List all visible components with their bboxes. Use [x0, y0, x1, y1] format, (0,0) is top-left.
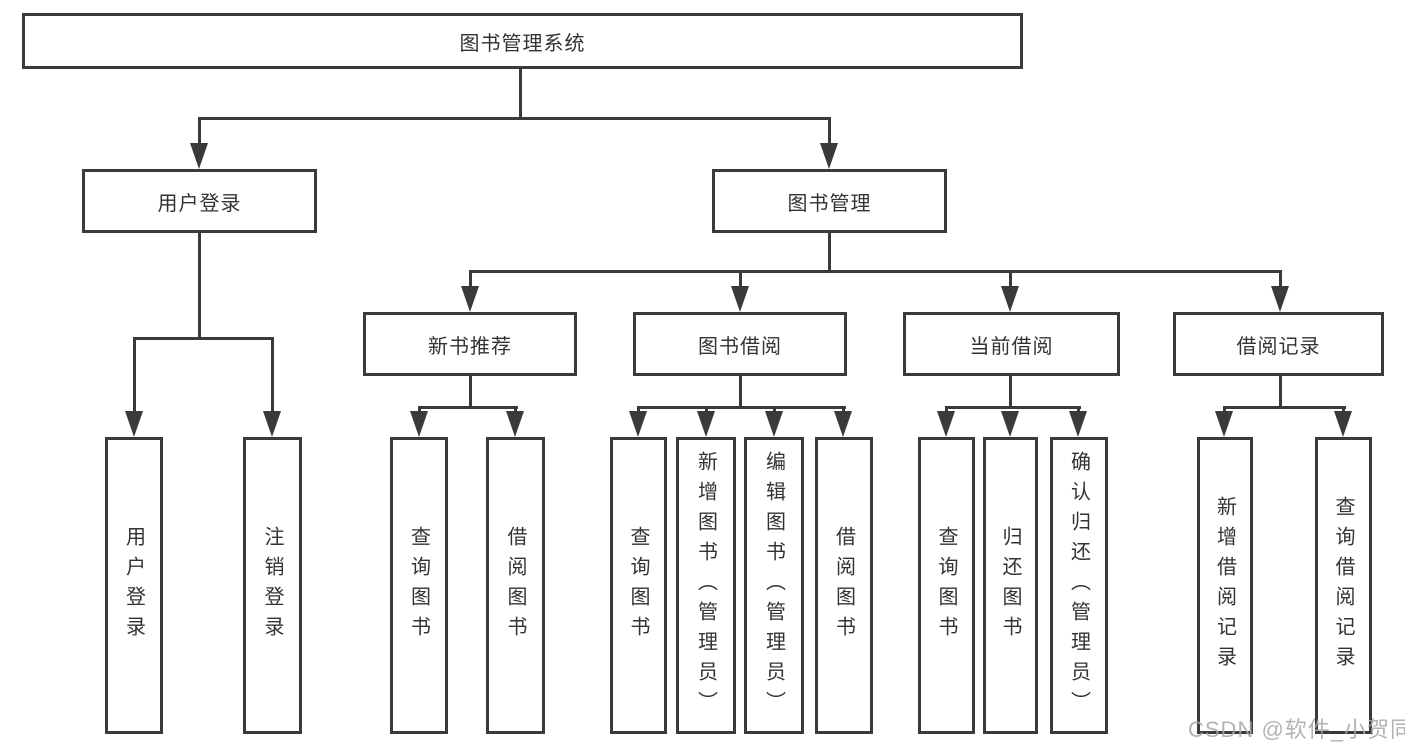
connector-line — [637, 406, 846, 409]
leaf-logout: 注销登录 — [243, 437, 302, 734]
connector-line — [1279, 376, 1282, 408]
connector-line — [1077, 406, 1080, 414]
leaf-confirm-return-admin: 确认归还（管理员） — [1050, 437, 1108, 734]
connector-line — [198, 119, 201, 145]
connector-line — [133, 337, 274, 340]
connector-line — [418, 406, 518, 409]
arrow-down-icon — [697, 411, 715, 437]
connector-line — [519, 69, 522, 119]
arrow-down-icon — [190, 143, 208, 169]
connector-line — [198, 233, 201, 340]
connector-line — [1223, 406, 1226, 414]
arrow-down-icon — [461, 286, 479, 312]
connector-line — [198, 117, 831, 120]
connector-line — [469, 270, 1282, 273]
connector-line — [469, 376, 472, 408]
leaf-return-books: 归还图书 — [983, 437, 1038, 734]
connector-line — [271, 339, 274, 413]
connector-line — [773, 406, 776, 414]
arrow-down-icon — [125, 411, 143, 437]
leaf-add-books-admin: 新增图书（管理员） — [676, 437, 736, 734]
arrow-down-icon — [765, 411, 783, 437]
node-library-system: 图书管理系统 — [22, 13, 1023, 69]
connector-line — [469, 272, 472, 288]
connector-line — [842, 406, 845, 414]
connector-line — [1223, 406, 1346, 409]
connector-line — [1009, 376, 1012, 408]
arrow-down-icon — [937, 411, 955, 437]
connector-line — [1009, 272, 1012, 288]
leaf-query-books-recommend: 查询图书 — [390, 437, 448, 734]
leaf-borrow-books: 借阅图书 — [815, 437, 873, 734]
arrow-down-icon — [1215, 411, 1233, 437]
connector-line — [133, 339, 136, 413]
leaf-add-borrow-record: 新增借阅记录 — [1197, 437, 1253, 734]
watermark-text: CSDN @软件_小贺同学 — [1188, 717, 1405, 742]
leaf-query-borrow-record: 查询借阅记录 — [1315, 437, 1372, 734]
connector-line — [418, 406, 421, 414]
connector-line — [1342, 406, 1345, 414]
leaf-edit-books-admin: 编辑图书（管理员） — [744, 437, 804, 734]
arrow-down-icon — [1001, 286, 1019, 312]
arrow-down-icon — [1271, 286, 1289, 312]
arrow-down-icon — [834, 411, 852, 437]
leaf-user-login: 用户登录 — [105, 437, 163, 734]
connector-line — [945, 406, 948, 414]
leaf-borrow-books-recommend: 借阅图书 — [486, 437, 545, 734]
arrow-down-icon — [629, 411, 647, 437]
connector-line — [1279, 272, 1282, 288]
connector-line — [828, 233, 831, 272]
arrow-down-icon — [1334, 411, 1352, 437]
arrow-down-icon — [1001, 411, 1019, 437]
connector-line — [705, 406, 708, 414]
connector-line — [828, 119, 831, 145]
leaf-query-books-current: 查询图书 — [918, 437, 975, 734]
node-new-book-recommend: 新书推荐 — [363, 312, 577, 376]
node-user-login-group: 用户登录 — [82, 169, 317, 233]
leaf-query-books-borrow: 查询图书 — [610, 437, 667, 734]
arrow-down-icon — [820, 143, 838, 169]
node-book-management: 图书管理 — [712, 169, 947, 233]
connector-line — [637, 406, 640, 414]
arrow-down-icon — [506, 411, 524, 437]
connector-line — [514, 406, 517, 414]
node-book-borrow: 图书借阅 — [633, 312, 847, 376]
arrow-down-icon — [263, 411, 281, 437]
connector-line — [739, 376, 742, 408]
arrow-down-icon — [410, 411, 428, 437]
connector-line — [739, 272, 742, 288]
node-current-borrow: 当前借阅 — [903, 312, 1120, 376]
connector-line — [945, 406, 1081, 409]
arrow-down-icon — [731, 286, 749, 312]
arrow-down-icon — [1069, 411, 1087, 437]
node-borrow-records: 借阅记录 — [1173, 312, 1384, 376]
